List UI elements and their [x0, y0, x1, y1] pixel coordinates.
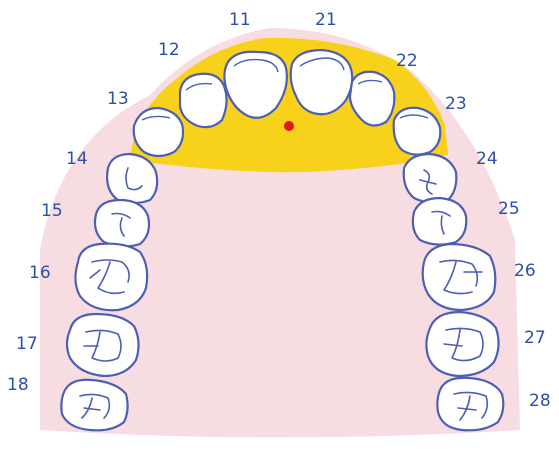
- tooth-number-28: 28: [529, 391, 551, 411]
- tooth-number-22: 22: [396, 51, 418, 71]
- marker-dot: [284, 121, 294, 131]
- tooth-26[interactable]: [423, 244, 496, 310]
- tooth-28[interactable]: [437, 378, 503, 431]
- tooth-27[interactable]: [426, 312, 498, 376]
- tooth-17[interactable]: [67, 314, 139, 376]
- tooth-21[interactable]: [291, 50, 353, 114]
- tooth-number-27: 27: [524, 328, 546, 348]
- tooth-number-25: 25: [498, 199, 520, 219]
- tooth-number-15: 15: [41, 201, 63, 221]
- tooth-number-24: 24: [476, 149, 498, 169]
- tooth-14[interactable]: [107, 154, 157, 203]
- tooth-16[interactable]: [75, 244, 147, 311]
- tooth-13[interactable]: [134, 108, 183, 156]
- tooth-24[interactable]: [404, 154, 457, 203]
- tooth-number-12: 12: [158, 40, 180, 60]
- tooth-number-17: 17: [16, 334, 38, 354]
- tooth-18[interactable]: [61, 380, 127, 431]
- tooth-number-23: 23: [445, 94, 467, 114]
- tooth-25[interactable]: [413, 198, 466, 245]
- tooth-number-13: 13: [107, 89, 129, 109]
- tooth-number-16: 16: [29, 263, 51, 283]
- tooth-number-11: 11: [229, 10, 251, 30]
- tooth-12[interactable]: [180, 74, 227, 127]
- tooth-number-21: 21: [315, 10, 337, 30]
- tooth-number-18: 18: [7, 375, 29, 395]
- tooth-23[interactable]: [394, 108, 441, 155]
- tooth-number-14: 14: [66, 149, 88, 169]
- tooth-15[interactable]: [95, 200, 149, 247]
- tooth-number-26: 26: [514, 261, 536, 281]
